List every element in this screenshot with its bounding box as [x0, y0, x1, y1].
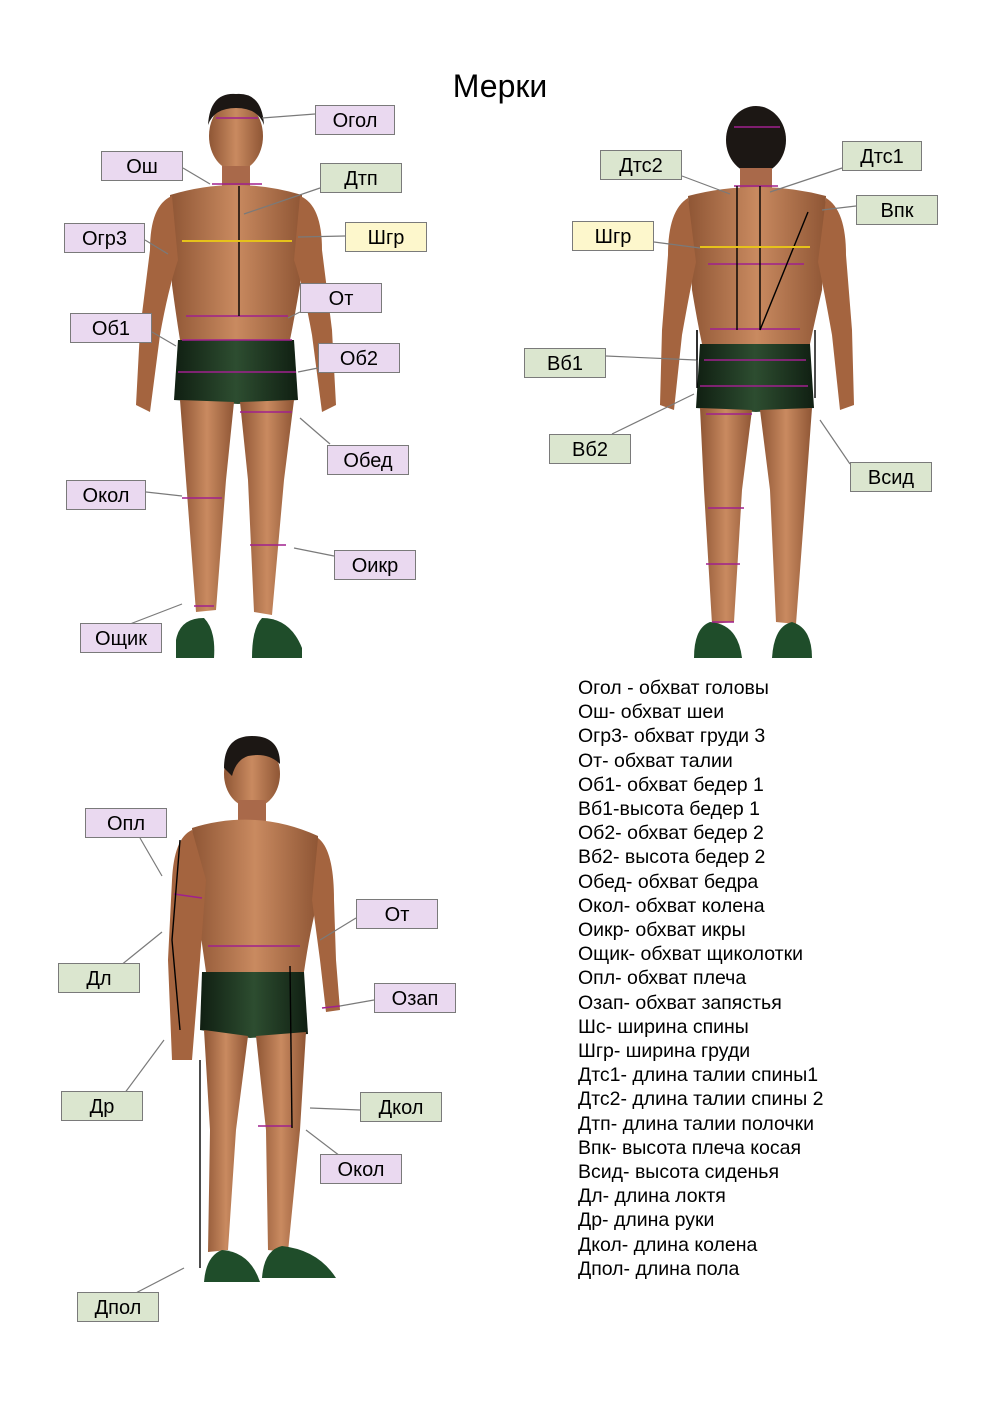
front-figure — [136, 93, 336, 658]
legend-item: Вб2- высота бедер 2 — [578, 846, 766, 869]
callout-vb2: Вб2 — [549, 434, 631, 464]
callout-dkol: Дкол — [360, 1092, 442, 1122]
legend-item: Об2- обхват бедер 2 — [578, 822, 764, 845]
callout-shgr-front: Шгр — [345, 222, 427, 252]
legend-item: Об1- обхват бедер 1 — [578, 773, 764, 796]
back-length-lines — [696, 186, 816, 398]
legend-item: Обед- обхват бедра — [578, 870, 759, 893]
legend-item: Огол - обхват головы — [578, 677, 769, 699]
callout-opl: Опл — [85, 808, 167, 838]
legend-item: Опл- обхват плеча — [578, 967, 747, 990]
callout-vpk: Впк — [856, 195, 938, 225]
callout-ogol-front: Огол — [315, 105, 395, 135]
legend-item: Ош- обхват шеи — [578, 701, 725, 724]
back-measure-lines — [700, 126, 808, 623]
callout-ogr3: Огр3 — [64, 223, 145, 253]
callout-dpol: Дпол — [77, 1292, 159, 1322]
side-pointers — [119, 837, 375, 1297]
callout-ot-side: От — [356, 899, 438, 929]
callout-vsid: Всид — [850, 462, 932, 492]
callout-dtp: Дтп — [320, 163, 402, 193]
side-length-lines — [171, 839, 293, 1268]
back-pointers — [605, 167, 857, 465]
legend-item: Окол- обхват колена — [578, 894, 765, 917]
back-figure — [660, 106, 854, 658]
legend-item: Оикр- обхват икры — [578, 919, 746, 942]
callout-oshchik: Ощик — [80, 623, 162, 653]
measurements-legend: Огол - обхват головы Ош- обхват шеи Огр3… — [578, 676, 824, 1281]
callout-ot-front: От — [300, 283, 382, 313]
callout-osh: Ош — [101, 151, 183, 181]
callout-dr: Др — [61, 1091, 143, 1121]
callout-okol-side: Окол — [320, 1154, 402, 1184]
front-pointers — [129, 113, 346, 625]
callout-dl: Дл — [58, 963, 140, 993]
callout-ob2: Об2 — [318, 343, 400, 373]
front-measure-lines — [178, 117, 296, 607]
legend-item: Дтс1- длина талии спины1 — [578, 1064, 819, 1087]
legend-item: Всид- высота сиденья — [578, 1161, 780, 1184]
legend-item: Вб1-высота бедер 1 — [578, 798, 760, 821]
legend-item: Дтс2- длина талии спины 2 — [578, 1088, 824, 1111]
callout-vb1: Вб1 — [524, 348, 606, 378]
legend-item: Озап- обхват запястья — [578, 991, 782, 1014]
callout-ob1: Об1 — [70, 313, 152, 343]
legend-item: Впк- высота плеча косая — [578, 1136, 802, 1159]
legend-item: Шгр- ширина груди — [578, 1040, 751, 1063]
legend-item: Огр3- обхват груди 3 — [578, 725, 766, 748]
legend-item: Др- длина руки — [578, 1209, 715, 1232]
callout-dts1: Дтс1 — [842, 141, 922, 171]
legend-item: Дтп- длина талии полочки — [578, 1112, 814, 1135]
page-title: Мерки — [452, 68, 548, 104]
side-measure-lines — [173, 893, 341, 1127]
legend-item: Шс- ширина спины — [578, 1015, 749, 1038]
callout-shgr-back: Шгр — [572, 221, 654, 251]
side-figure — [168, 736, 340, 1282]
legend-item: От- обхват талии — [578, 749, 733, 772]
callout-ozap: Озап — [374, 983, 456, 1013]
legend-item: Дпол- длина пола — [578, 1257, 740, 1280]
callout-dts2: Дтс2 — [600, 150, 682, 180]
legend-item: Ощик- обхват щиколотки — [578, 943, 804, 966]
callout-oikr: Оикр — [334, 550, 416, 580]
callout-obed: Обед — [327, 445, 409, 475]
callout-okol-front: Окол — [66, 480, 146, 510]
legend-item: Дкол- длина колена — [578, 1233, 758, 1256]
legend-item: Дл- длина локтя — [578, 1185, 726, 1208]
